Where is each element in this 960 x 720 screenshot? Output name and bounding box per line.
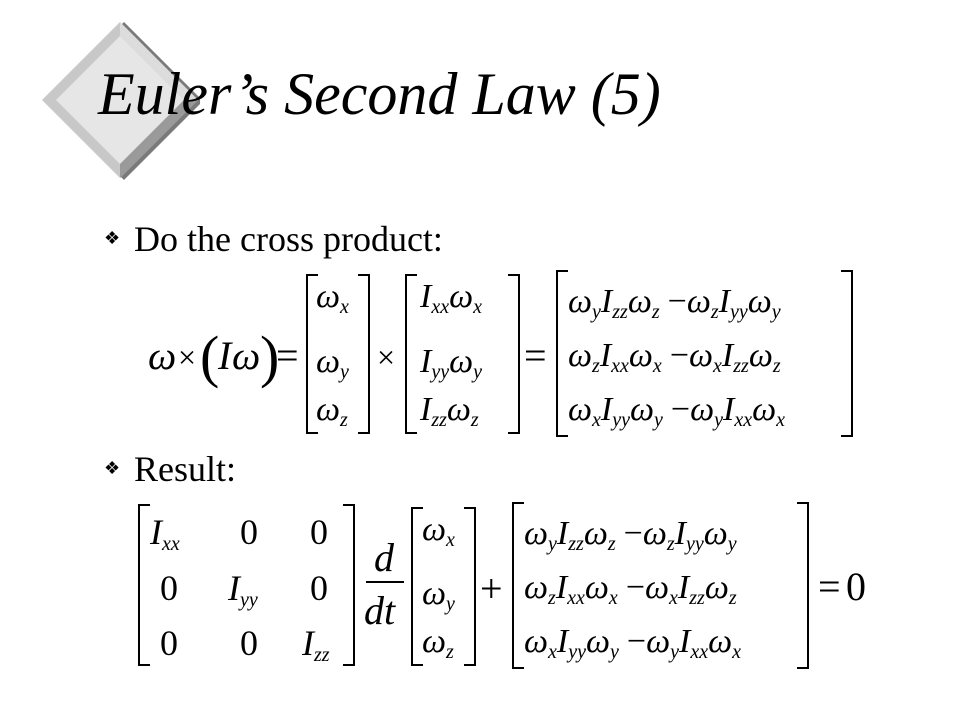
result-vector-brackets-2 xyxy=(512,502,809,669)
lhs-I: I xyxy=(217,333,233,378)
final-equals: = xyxy=(818,564,841,609)
omega-vector-2: ωx ωy ωz xyxy=(422,511,455,663)
result-row-3: ωxIyyωy−ωyIxxωx xyxy=(568,391,785,431)
svg-text:0: 0 xyxy=(240,623,258,663)
iomega-vector-brackets xyxy=(405,274,520,434)
result-vector-2: ωyIzzωz−ωzIyyωy ωzIxxωx−ωxIzzωz ωxIyyωy−… xyxy=(524,515,741,663)
ornamental-diamond-bullet-icon: ❖ xyxy=(104,458,121,479)
svg-text:ωz: ωz xyxy=(316,391,348,431)
bullet-text: Result: xyxy=(134,449,237,489)
time-derivative-operator: d dt xyxy=(364,535,404,633)
omega-vector-brackets-2 xyxy=(411,507,476,666)
svg-text:ωz: ωz xyxy=(422,623,454,663)
svg-text:Izz: Izz xyxy=(301,623,330,666)
svg-text:ωx: ωx xyxy=(422,511,455,551)
svg-text:0: 0 xyxy=(160,623,178,663)
svg-text:Iyy: Iyy xyxy=(227,568,258,611)
result-vector-brackets xyxy=(556,270,853,437)
plus-symbol: + xyxy=(480,566,503,611)
equals-symbol: = xyxy=(524,333,547,378)
result-vector: ωyIzzωz−ωzIyyωy ωzIxxωx−ωxIzzωz ωxIyyωy−… xyxy=(568,283,785,431)
svg-text:0: 0 xyxy=(240,512,258,552)
bullet-item-cross-product: ❖ Do the cross product: xyxy=(104,218,443,260)
result-row-1: ωyIzzωz−ωzIyyωy xyxy=(568,283,781,323)
lhs-rparen: ) xyxy=(260,324,279,389)
svg-text:0: 0 xyxy=(310,512,328,552)
inertia-matrix: Ixx 0 0 0 Iyy 0 0 0 Izz xyxy=(149,512,330,666)
svg-text:0: 0 xyxy=(310,568,328,608)
slide-title: Euler’s Second Law (5) xyxy=(98,61,661,127)
cross-symbol: × xyxy=(377,339,395,375)
omega-vector: ωx ωy ωz xyxy=(316,278,349,431)
result-row-2: ωzIxxωx−ωxIzzωz xyxy=(568,337,781,377)
svg-text:d: d xyxy=(374,535,395,580)
svg-text:ωx: ωx xyxy=(316,278,349,318)
svg-text:ωy: ωy xyxy=(422,575,455,615)
inertia-matrix-brackets xyxy=(138,504,355,666)
svg-text:ωy: ωy xyxy=(316,343,349,383)
diamond-logo-icon xyxy=(42,22,200,180)
svg-text:ωyIzzωz−ωzIyyωy: ωyIzzωz−ωzIyyωy xyxy=(524,515,737,555)
bullet-text: Do the cross product: xyxy=(134,219,443,259)
final-zero: 0 xyxy=(846,564,866,609)
svg-text:0: 0 xyxy=(160,568,178,608)
svg-text:Ixxωx: Ixxωx xyxy=(419,278,482,318)
svg-text:Ixx: Ixx xyxy=(149,512,180,555)
lhs-omega: ω xyxy=(148,333,176,378)
ornamental-diamond-bullet-icon: ❖ xyxy=(104,228,121,249)
svg-text:dt: dt xyxy=(364,588,396,633)
lhs-lparen: ( xyxy=(200,324,219,389)
svg-text:Iyyωy: Iyyωy xyxy=(419,343,482,383)
svg-text:Izzωz: Izzωz xyxy=(419,391,479,431)
bullet-item-result: ❖ Result: xyxy=(104,448,236,490)
omega-vector-brackets xyxy=(306,274,370,434)
svg-text:ωxIyyωy−ωyIxxωx: ωxIyyωy−ωyIxxωx xyxy=(524,623,741,663)
lhs-omega2: ω xyxy=(232,333,260,378)
iomega-vector: Ixxωx Iyyωy Izzωz xyxy=(419,278,482,431)
lhs-times: × xyxy=(178,339,196,375)
lhs-equals: = xyxy=(276,333,299,378)
svg-text:ωzIxxωx−ωxIzzωz: ωzIxxωx−ωxIzzωz xyxy=(524,569,737,609)
